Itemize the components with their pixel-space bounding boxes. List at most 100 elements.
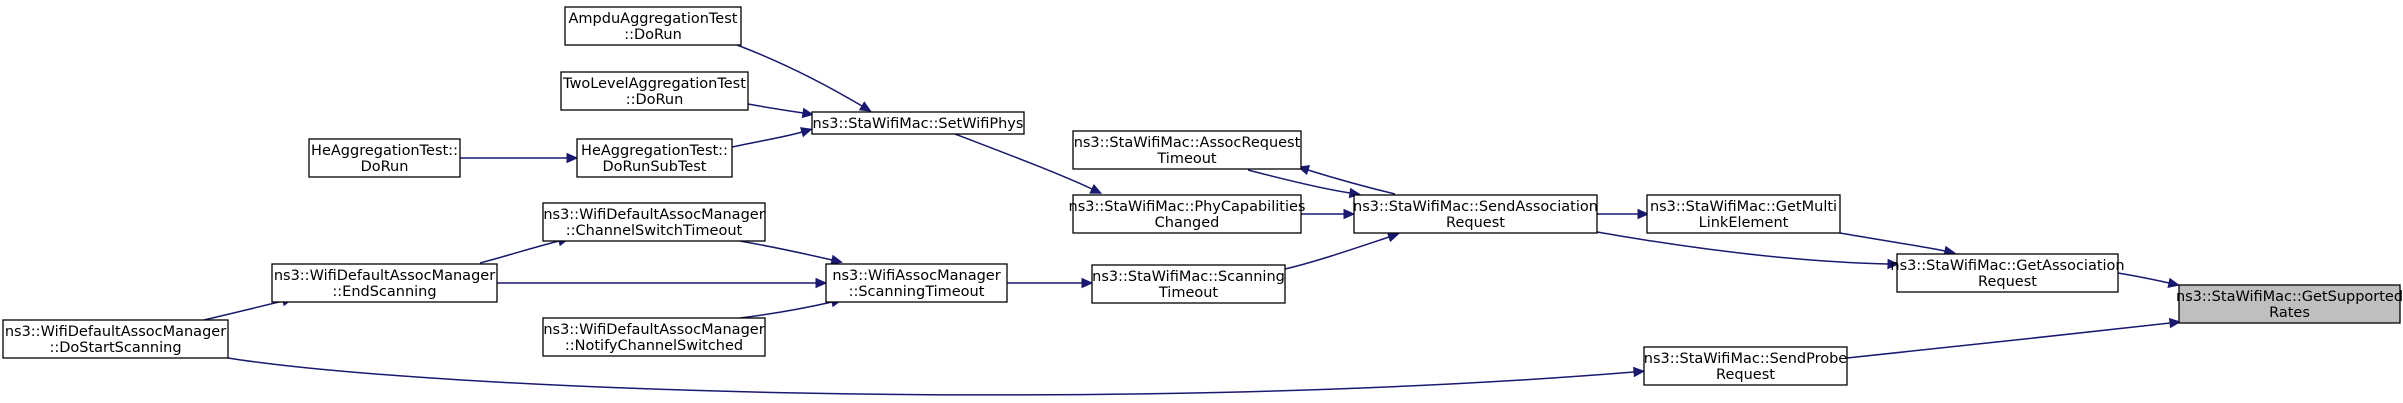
node-box [308,138,461,178]
edge-setwifiphys-to-phycapabilitieschanged [954,133,1103,194]
node-label-line: HeAggregationTest:: [581,143,728,159]
node-box [1091,264,1286,304]
node-label-line: ns3::StaWifiMac::SendAssociation [1353,199,1598,215]
node-box [542,202,766,242]
edge-heaggregationtest-dorun-to-heaggregationtest-dorunsubtest [459,152,579,164]
node-label-line: HeAggregationTest:: [311,143,458,159]
node-heaggregationtest-dorunsubtest[interactable]: HeAggregationTest::DoRunSubTest [576,138,733,178]
node-box [1646,194,1841,234]
node-ampduaggregationtest[interactable]: AmpduAggregationTest::DoRun [564,6,742,46]
edge-line [1846,322,2171,359]
arrowhead-icon [1081,277,1094,289]
edge-line [203,300,284,321]
edge-sendproberequest-to-getsupportedrates [1846,317,2182,359]
arrowhead-icon [1633,366,1646,378]
edge-line [1839,232,1946,252]
edge-dostartscanning-to-sendproberequest [227,357,1646,396]
node-label-line: ns3::WifiAssocManager [832,268,1000,284]
arrowhead-icon [800,127,813,138]
node-label-line: ::DoRun [626,92,684,108]
node-label-line: ns3::StaWifiMac::Scanning [1092,269,1285,285]
node-label-line: ns3::WifiDefaultAssocManager [274,268,495,284]
node-label-line: Timeout [1158,285,1219,301]
edge-channelswitchtimeout-to-scanningtimeout-mgr [739,240,843,266]
edge-line [1596,231,1889,265]
edges-layer [203,44,2182,396]
edge-line [739,301,833,319]
edge-line [736,44,863,107]
edge-getmultilinkelement-to-getassociationrequest [1839,232,1957,257]
node-setwifiphys[interactable]: ns3::StaWifiMac::SetWifiPhys [811,111,1025,135]
node-box [576,138,733,178]
edge-line [747,103,804,114]
edge-line [2117,272,2170,284]
edge-twolevelaggregationtest-to-setwifiphys [747,103,815,119]
node-label-line: ns3::StaWifiMac::SetWifiPhys [813,116,1024,132]
node-dostartscanning[interactable]: ns3::WifiDefaultAssocManager::DoStartSca… [2,319,229,359]
node-label-line: ns3::StaWifiMac::PhyCapabilities [1069,199,1306,215]
edge-line [479,240,560,264]
node-channelswitchtimeout[interactable]: ns3::WifiDefaultAssocManager::ChannelSwi… [542,202,766,242]
arrowhead-icon [1343,208,1356,220]
node-box [271,263,498,303]
node-scanningtimeout-mgr[interactable]: ns3::WifiAssocManager::ScanningTimeout [825,263,1008,303]
node-twolevelaggregationtest[interactable]: TwoLevelAggregationTest::DoRun [560,71,749,111]
edge-endscanning-to-scanningtimeout-mgr [496,277,828,289]
arrowhead-icon [801,107,815,119]
edge-line [739,240,833,261]
edge-assocrequesttimeout-to-sendassociationrequest [1247,169,1362,199]
node-box [1353,194,1598,234]
node-label-line: AmpduAggregationTest [569,11,738,27]
node-box [811,111,1025,135]
node-label-line: ns3::StaWifiMac::GetAssociation [1890,258,2124,274]
node-label-line: ::DoRun [624,27,682,43]
nodes-layer: ns3::StaWifiMac::GetSupportedRatesns3::S… [2,6,2403,386]
node-label-line: ns3::StaWifiMac::AssocRequest [1074,135,1301,151]
node-box [1643,346,1848,386]
node-label-line: Rates [2269,305,2310,321]
node-box [1072,130,1302,170]
arrowhead-icon [1887,258,1900,270]
edge-line [1247,169,1351,194]
node-label-line: ns3::StaWifiMac::GetSupported [2176,289,2403,305]
node-label-line: DoRunSubTest [603,159,707,175]
node-label-line: Request [1978,274,2037,290]
edge-line [227,357,1635,396]
node-notifychannelswitched[interactable]: ns3::WifiDefaultAssocManager::NotifyChan… [542,317,766,357]
arrowhead-icon [2168,317,2182,329]
node-scanningtimeout-sta[interactable]: ns3::StaWifiMac::ScanningTimeout [1091,264,1286,304]
arrowhead-icon [830,254,843,266]
node-box [825,263,1008,303]
arrowhead-icon [1089,184,1103,194]
edge-line [954,133,1093,190]
node-box [2,319,229,359]
edge-getassociationrequest-to-getsupportedrates [2117,272,2180,289]
edge-phycapabilitieschanged-to-sendassociationrequest [1301,208,1356,220]
edge-line [1307,169,1396,195]
node-label-line: ::ChannelSwitchTimeout [566,223,743,239]
node-label-line: TwoLevelAggregationTest [562,76,746,92]
node-label-line: ns3::StaWifiMac::GetMulti [1650,199,1837,215]
node-label-line: ns3::WifiDefaultAssocManager [5,324,226,340]
node-heaggregationtest-dorun[interactable]: HeAggregationTest::DoRun [308,138,461,178]
edge-line [1284,236,1390,270]
arrowhead-icon [2167,277,2180,289]
node-endscanning[interactable]: ns3::WifiDefaultAssocManager::EndScannin… [271,263,498,303]
edge-sendassociationrequest-to-assocrequesttimeout [1297,165,1396,195]
node-box [1896,253,2119,293]
node-box [560,71,749,111]
arrowhead-icon [815,277,828,289]
edge-scanningtimeout-sta-to-sendassociationrequest [1284,232,1400,270]
node-box [1072,194,1302,234]
node-label-line: Request [1446,215,1505,231]
node-label-line: ::DoStartScanning [49,340,181,356]
edge-ampduaggregationtest-to-setwifiphys [736,44,872,112]
node-box [2178,284,2401,324]
